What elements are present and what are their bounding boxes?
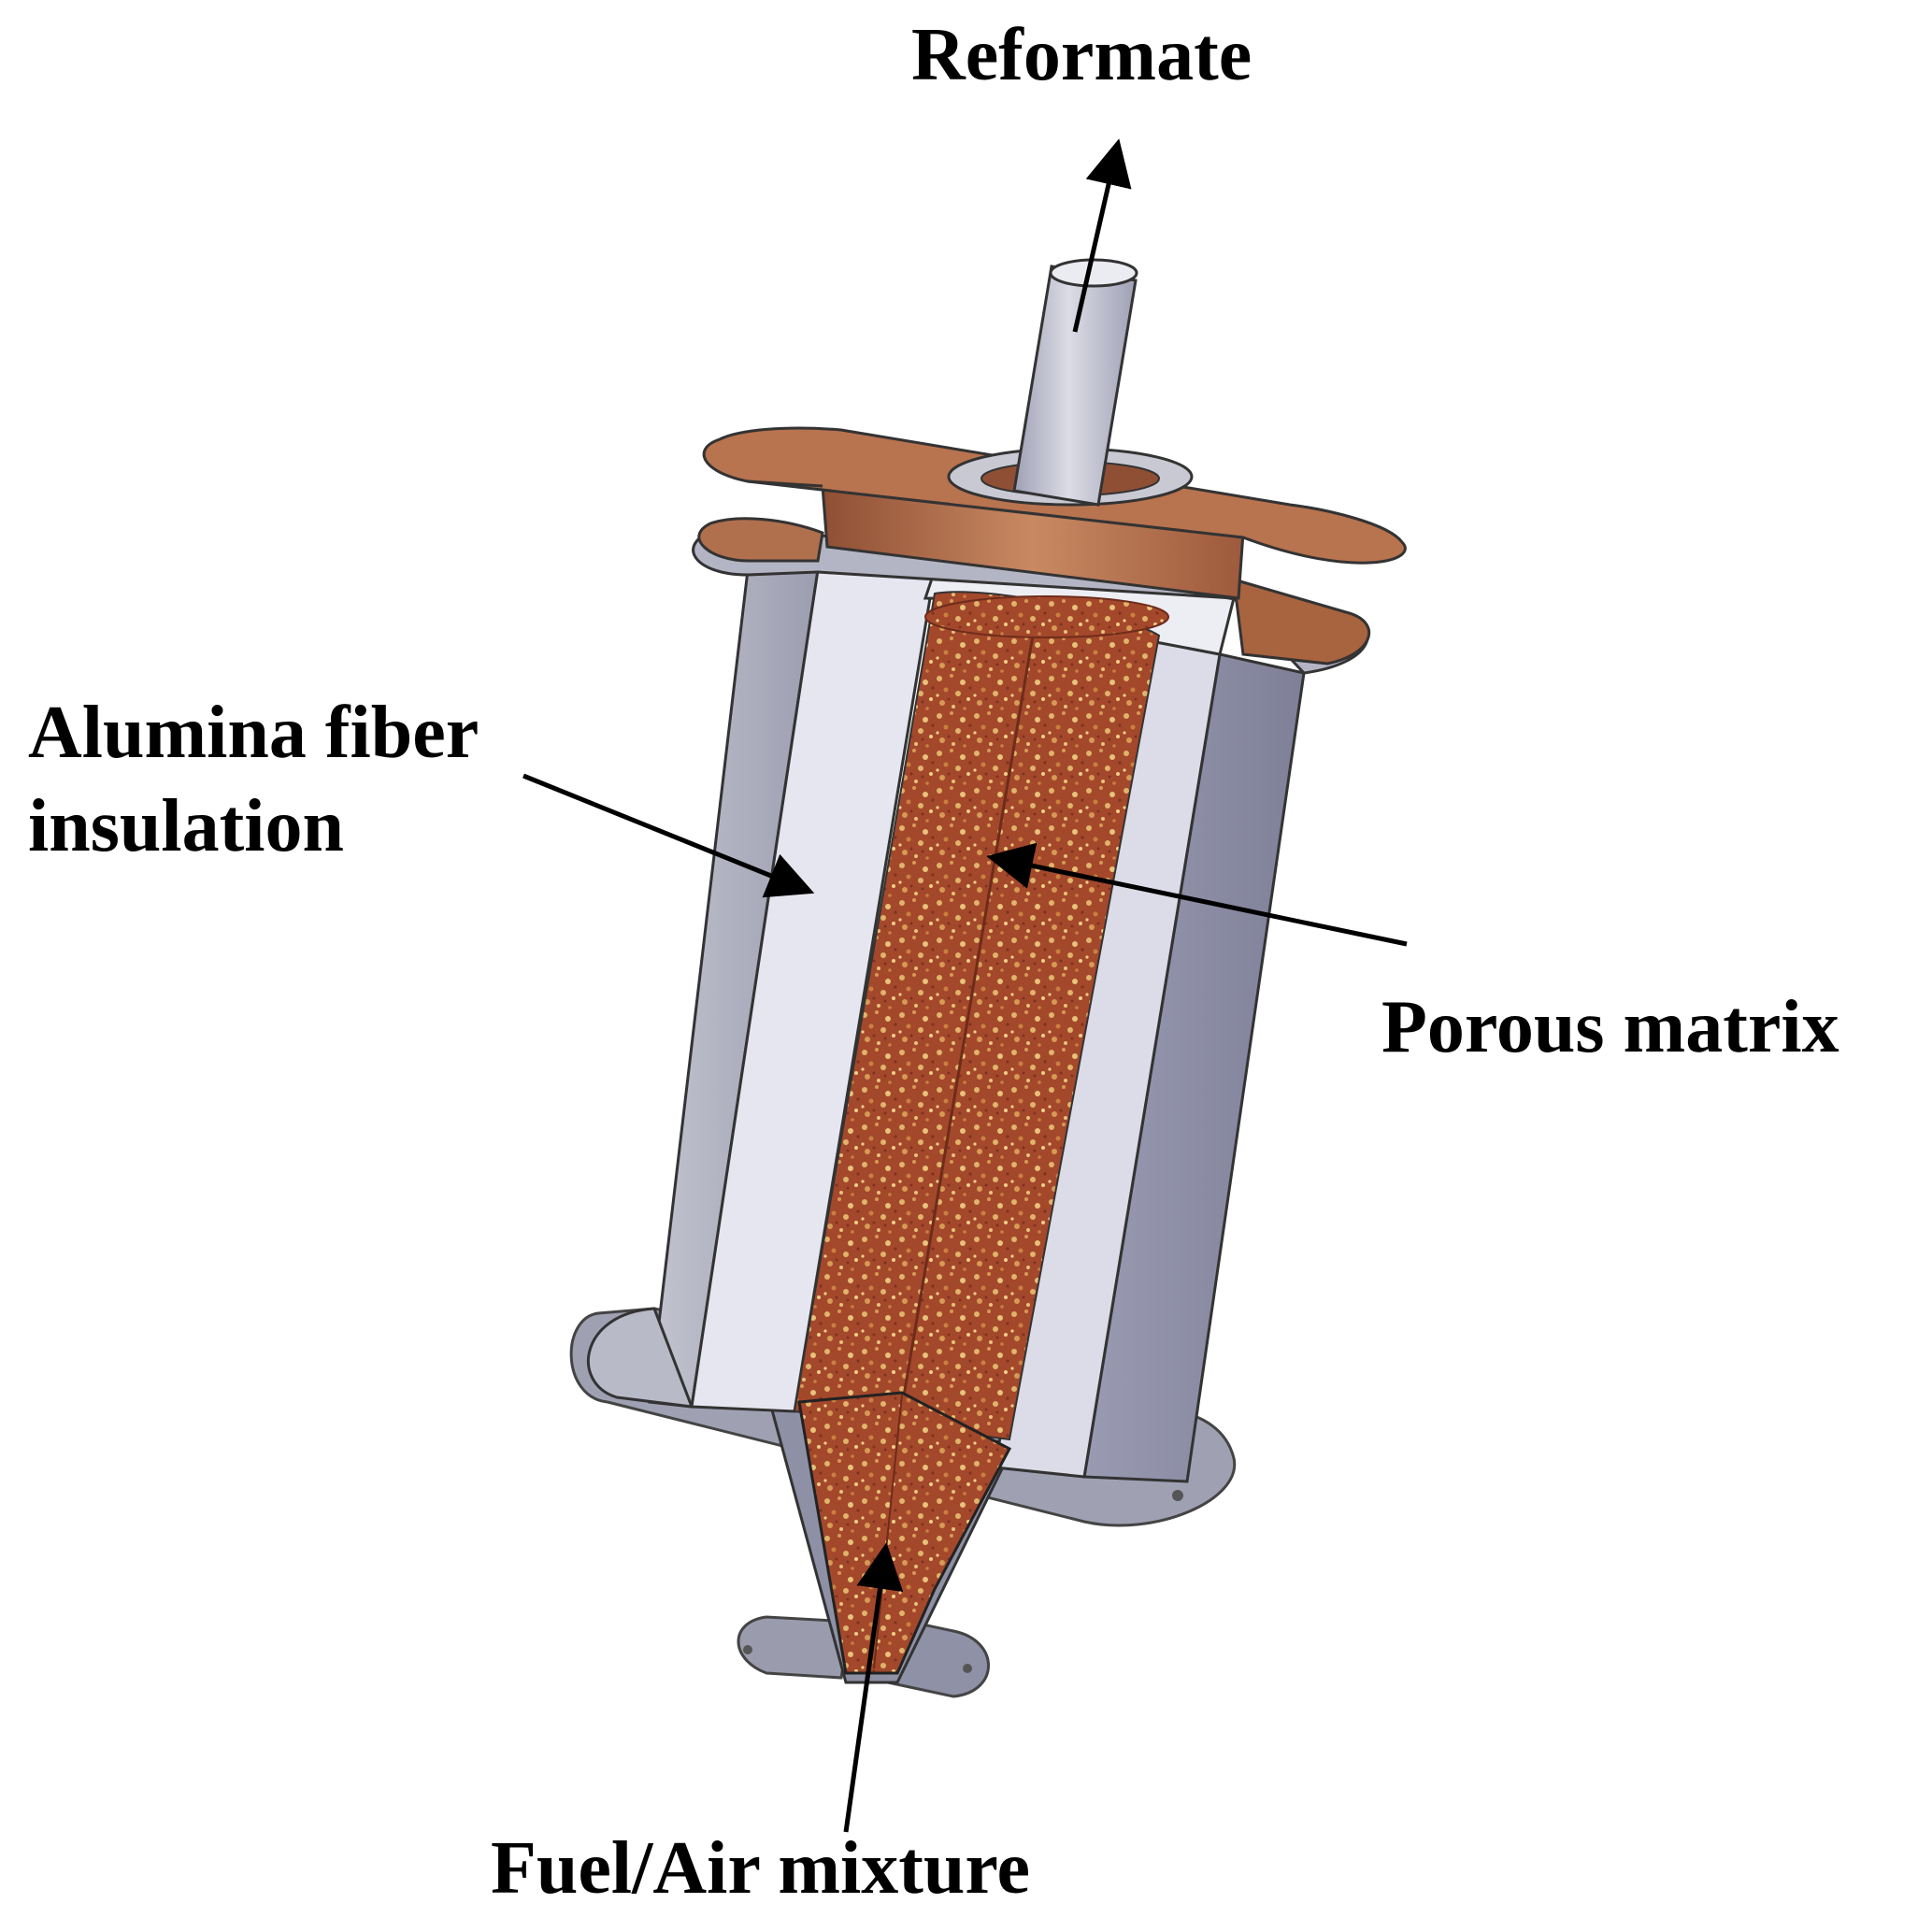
alumina-label-line2: insulation <box>28 785 344 867</box>
bolt-hole-icon <box>1172 1490 1183 1501</box>
outlet-pipe-top <box>1049 258 1138 288</box>
annotation-arrows <box>522 138 1408 1833</box>
inlet-foot-left <box>737 1615 852 1680</box>
alumina-arrow <box>522 773 815 898</box>
bolt-hole-icon <box>743 1645 752 1654</box>
copper-flange-lower-right <box>1232 577 1371 665</box>
lower-mid-flange <box>586 1307 694 1409</box>
bolt-hole-icon <box>963 1664 972 1673</box>
porous-arrow <box>986 842 1408 947</box>
copper-plate-edge <box>747 479 823 488</box>
porous-matrix-top <box>924 595 1169 638</box>
alumina-label-line1: Alumina fiber <box>28 692 479 774</box>
porous-cone-edge <box>873 1394 903 1669</box>
fuel-air-label: Fuel/Air mixture <box>491 1827 1030 1910</box>
reformate-arrow <box>1072 138 1132 333</box>
porous-matrix-label: Porous matrix <box>1381 986 1839 1068</box>
copper-flange-lower <box>697 517 824 563</box>
reformate-label: Reformate <box>911 14 1252 96</box>
fuel-air-arrow <box>843 1542 904 1833</box>
porous-matrix-edge <box>900 607 1039 1408</box>
porous-matrix-cone <box>797 1391 1012 1675</box>
